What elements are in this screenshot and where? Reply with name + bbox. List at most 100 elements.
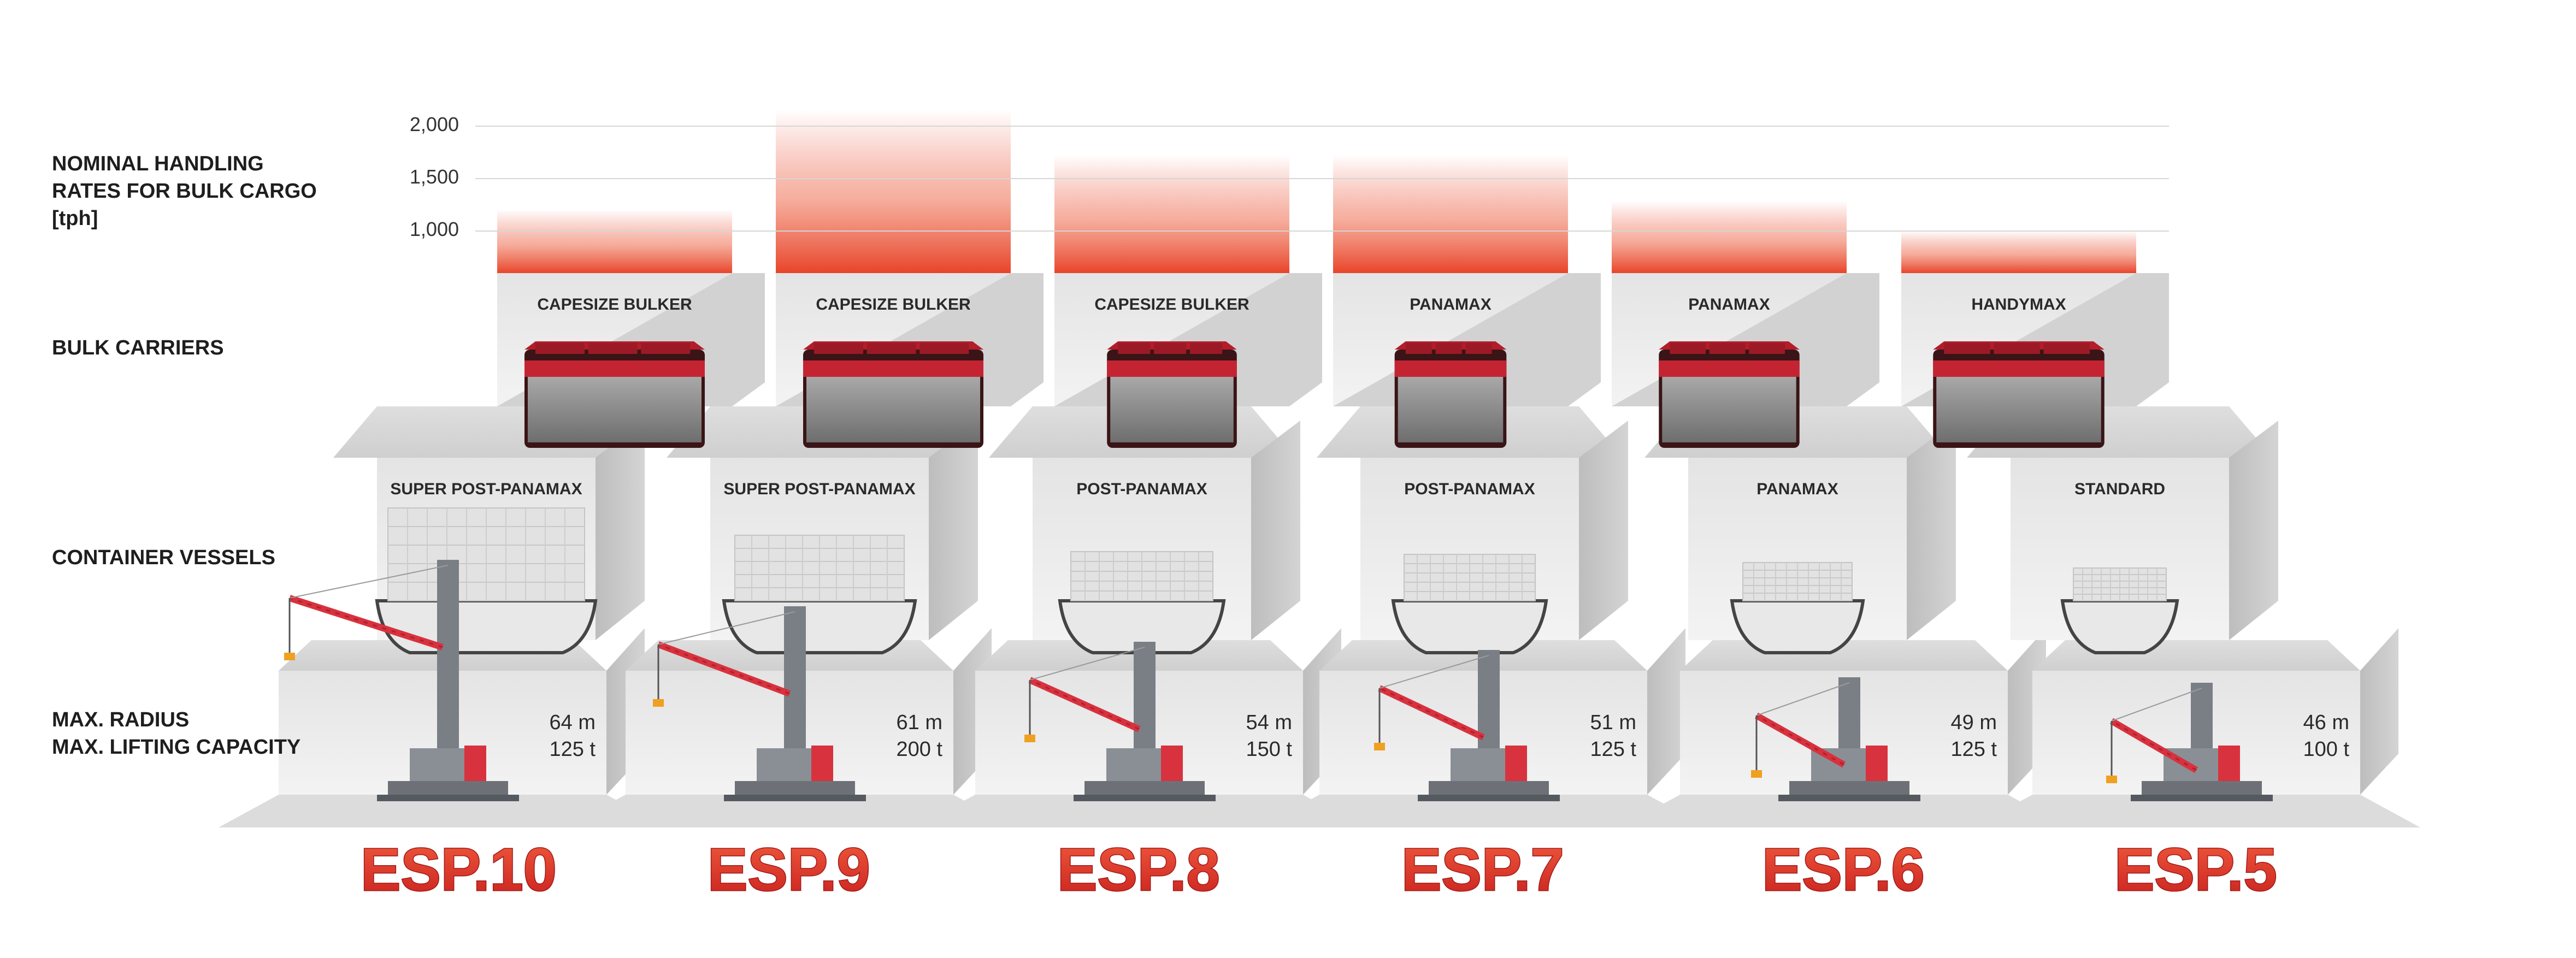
- crane-stay-esp-9: [658, 611, 795, 645]
- radius-esp-8: 54 m: [1246, 711, 1292, 734]
- gridline-2000: [475, 126, 2169, 127]
- bulk-ship-hatch-esp-7: [1435, 343, 1462, 354]
- radius-esp-9: 61 m: [897, 711, 942, 734]
- bulk-ship-hatch-esp-8: [1189, 343, 1223, 354]
- bulk-ship-cargo-esp-7: [1398, 377, 1504, 442]
- crane-boom-lattice-esp-9: [658, 643, 790, 695]
- capacity-esp-7: 125 t: [1590, 738, 1636, 761]
- crane-house-esp-8: [1161, 746, 1183, 784]
- bulk-ship-hatch-esp-9: [866, 343, 916, 354]
- crane-hook-esp-8: [1024, 735, 1035, 742]
- crane-hook-esp-7: [1374, 743, 1385, 750]
- bulk-ship-cargo-esp-8: [1110, 377, 1234, 442]
- crane-tower-esp-10: [437, 560, 459, 781]
- bulk-class-esp-7: PANAMAX: [1410, 295, 1491, 314]
- capacity-esp-6: 125 t: [1950, 738, 1997, 761]
- crane-house-esp-6: [1866, 746, 1888, 784]
- crane-hook-esp-10: [284, 653, 295, 660]
- bulk-ship-hatch-esp-10: [641, 343, 691, 354]
- capacity-esp-5: 100 t: [2303, 738, 2349, 761]
- podium-base-esp-10: [219, 795, 667, 827]
- rate-bar-esp-6: [1612, 201, 1847, 273]
- container-ship-hull-esp-8: [1058, 599, 1226, 654]
- container-class-esp-9: SUPER POST-PANAMAX: [723, 480, 915, 498]
- bulk-ship-cargo-esp-6: [1662, 377, 1796, 442]
- model-name-esp-9: ESP.9: [708, 836, 870, 903]
- container-block-side-esp-8: [1251, 421, 1300, 640]
- radius-esp-7: 51 m: [1590, 711, 1636, 734]
- crane-house-esp-10: [464, 746, 486, 784]
- label-container-vessels: CONTAINER VESSELS: [52, 546, 275, 569]
- model-name-esp-7: ESP.7: [1401, 836, 1564, 903]
- bulk-class-esp-10: CAPESIZE BULKER: [537, 295, 692, 314]
- crane-stay-esp-10: [289, 565, 449, 599]
- radius-esp-10: 64 m: [550, 711, 596, 734]
- crane-outrigger-esp-6: [1778, 795, 1920, 801]
- model-name-esp-6: ESP.6: [1762, 836, 1925, 903]
- crane-hook-esp-5: [2106, 776, 2117, 783]
- podium-base-esp-8: [915, 795, 1363, 827]
- axis-tick-2000: 2,000: [409, 113, 459, 135]
- bulk-ship-cargo-esp-5: [1936, 377, 2101, 442]
- crane-outrigger-esp-8: [1074, 795, 1216, 801]
- crane-hook-esp-9: [653, 699, 664, 707]
- container-block-side-esp-10: [596, 421, 645, 640]
- crane-boom-esp-7: [1378, 685, 1485, 741]
- capacity-esp-9: 200 t: [896, 738, 942, 761]
- radius-esp-6: 49 m: [1951, 711, 1997, 734]
- podium-side-esp-7: [1647, 628, 1685, 795]
- axis-tick-1000: 1,000: [409, 218, 459, 240]
- model-name-esp-8: ESP.8: [1057, 836, 1220, 903]
- bulk-ship-hatch-esp-5: [2043, 343, 2090, 354]
- bulk-ship-rail-esp-10: [524, 360, 705, 377]
- gridline-1000: [475, 230, 2169, 232]
- container-block-side-esp-7: [1579, 421, 1628, 640]
- podium-base-esp-6: [1620, 795, 2068, 827]
- container-ship-hull-esp-6: [1730, 599, 1865, 654]
- bulk-ship-hatch-esp-8: [1154, 343, 1187, 354]
- crane-boom-lattice-esp-8: [1029, 679, 1140, 730]
- container-block-side-esp-6: [1907, 421, 1956, 640]
- rate-bar-esp-9: [776, 110, 1011, 273]
- bulk-class-esp-8: CAPESIZE BULKER: [1094, 295, 1249, 314]
- bulk-ship-rail-esp-5: [1933, 360, 2105, 377]
- container-block-side-esp-5: [2229, 421, 2278, 640]
- crane-outrigger-esp-9: [724, 795, 866, 801]
- crane-outrigger-esp-10: [377, 795, 519, 801]
- capacity-esp-10: 125 t: [549, 738, 596, 761]
- rate-bar-esp-5: [1901, 230, 2136, 273]
- bulk-ship-hatch-esp-9: [814, 343, 863, 354]
- container-ship-hull-esp-10: [375, 599, 598, 654]
- label-bulk-carriers: BULK CARRIERS: [52, 336, 224, 359]
- container-class-esp-10: SUPER POST-PANAMAX: [390, 480, 582, 498]
- container-block-side-esp-9: [929, 421, 978, 640]
- bulk-ship-hatch-esp-5: [1944, 343, 1990, 354]
- bulk-class-esp-9: CAPESIZE BULKER: [816, 295, 971, 314]
- crane-stay-esp-5: [2111, 688, 2202, 722]
- crane-stay-esp-6: [1756, 682, 1850, 716]
- model-name-esp-10: ESP.10: [361, 836, 557, 903]
- crane-outrigger-esp-5: [2131, 795, 2273, 801]
- bulk-ship-hatch-esp-10: [588, 343, 638, 354]
- bulk-ship-rail-esp-7: [1394, 360, 1507, 377]
- rate-bar-esp-10: [497, 209, 732, 273]
- crane-boom-lattice-esp-6: [1756, 714, 1844, 766]
- container-class-esp-5: STANDARD: [2074, 480, 2165, 498]
- radius-esp-5: 46 m: [2303, 711, 2349, 734]
- bulk-ship-hatch-esp-9: [919, 343, 969, 354]
- bulk-ship-rail-esp-6: [1659, 360, 1800, 377]
- bulk-ship-hatch-esp-6: [1709, 343, 1746, 354]
- container-class-esp-8: POST-PANAMAX: [1076, 480, 1207, 498]
- podium-base-esp-7: [1259, 795, 1707, 827]
- capacity-esp-8: 150 t: [1246, 738, 1292, 761]
- bulk-ship-hatch-esp-5: [1994, 343, 2040, 354]
- label-handling-rates: NOMINAL HANDLING RATES FOR BULK CARGO [t…: [52, 152, 317, 230]
- container-ship-hull-esp-7: [1391, 599, 1548, 654]
- label-radius-capacity: MAX. RADIUS MAX. LIFTING CAPACITY: [52, 708, 301, 759]
- bulk-ship-hatch-esp-6: [1749, 343, 1785, 354]
- crane-outrigger-esp-7: [1418, 795, 1560, 801]
- axis-tick-1500: 1,500: [409, 165, 459, 188]
- bulk-ship-hatch-esp-7: [1465, 343, 1492, 354]
